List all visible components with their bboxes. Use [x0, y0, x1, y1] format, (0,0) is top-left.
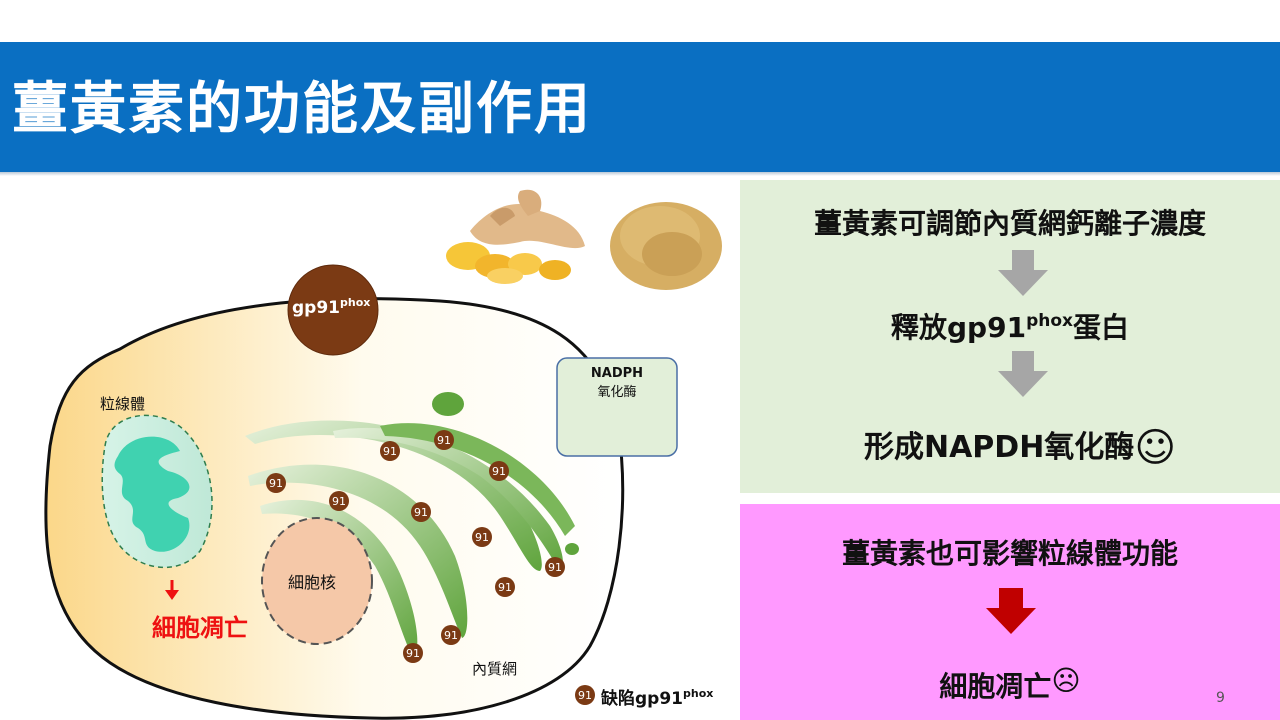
gp91-markers: [266, 430, 595, 705]
mitochondria-pathway-panel: 薑黃素也可影響粒線體功能 細胞凋亡☹: [740, 504, 1280, 720]
marker-label: 91: [444, 629, 458, 642]
gp91phox-protein: [287, 264, 379, 356]
marker-label: 91: [492, 465, 506, 478]
marker-label: 91: [406, 647, 420, 660]
nucleus-label: 細胞核: [288, 573, 337, 592]
marker-label: 91: [498, 581, 512, 594]
marker-label: 91: [578, 689, 592, 702]
panel-bottom-step1: 薑黃素也可影響粒線體功能: [841, 537, 1178, 570]
nadph-oxidase-box: [556, 357, 678, 457]
panel-top-step2: 釋放gp91phox蛋白: [891, 311, 1129, 344]
apoptosis-arrow: [165, 580, 179, 600]
nucleus: [261, 517, 373, 645]
gray-down-arrow: [998, 250, 1048, 296]
panel-top-step3: 形成NAPDH氧化酶☺: [863, 425, 1177, 471]
marker-label: 91: [414, 506, 428, 519]
smile-icon: ☺: [1134, 425, 1177, 471]
cell-diagram-svg: [44, 189, 722, 720]
panel-bottom-step2: 細胞凋亡☹: [939, 664, 1081, 703]
title-shadow: [0, 172, 1280, 176]
marker-label: 91: [437, 434, 451, 447]
mitochondria: [101, 414, 213, 569]
cell-diagram: gp91phox NADPH 氧化酶 粒線體 細胞核 內質網 細胞凋亡 91 9…: [0, 176, 740, 720]
ginger-powder-image: [610, 202, 722, 290]
nadph-label: NADPH 氧化酶: [590, 366, 644, 400]
marker-label: 91: [548, 561, 562, 574]
marker-label: 91: [475, 531, 489, 544]
legend-text: 缺陷gp91phox: [601, 687, 714, 709]
panel-top-step1: 薑黃素可調節內質網鈣離子濃度: [813, 207, 1206, 240]
frown-icon: ☹: [1051, 664, 1081, 697]
mitochondria-label: 粒線體: [100, 395, 146, 413]
calcium-pathway-panel: 薑黃素可調節內質網鈣離子濃度 釋放gp91phox蛋白 形成NAPDH氧化酶☺: [740, 180, 1280, 493]
ginger-root-image: [446, 189, 585, 284]
red-down-arrow: [986, 588, 1036, 634]
slide-title: 薑黃素的功能及副作用: [12, 77, 592, 142]
gray-down-arrow: [998, 351, 1048, 397]
apoptosis-label: 細胞凋亡: [152, 614, 248, 642]
er-label: 內質網: [472, 660, 518, 678]
marker-label: 91: [332, 495, 346, 508]
title-bar: 薑黃素的功能及副作用: [0, 42, 1280, 172]
marker-label: 91: [383, 445, 397, 458]
page-number: 9: [1216, 690, 1225, 706]
gp91phox-label: gp91phox: [292, 296, 371, 318]
marker-label: 91: [269, 477, 283, 490]
